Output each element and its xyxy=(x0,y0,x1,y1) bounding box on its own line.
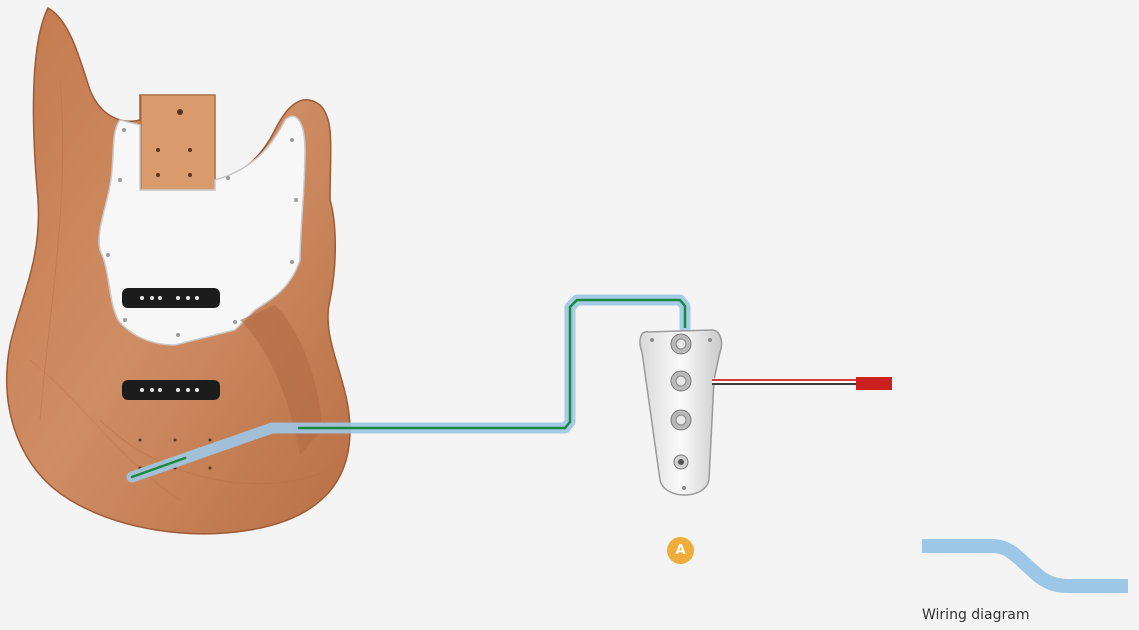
legend-swatch xyxy=(922,546,1128,586)
neck-pocket xyxy=(141,95,215,190)
red-connector-icon xyxy=(856,377,892,390)
output-jack xyxy=(674,455,688,469)
neck-pickup xyxy=(122,288,220,308)
step-marker-a: A xyxy=(667,537,694,564)
legend-label: Wiring diagram xyxy=(922,607,1030,623)
volume-knob-1 xyxy=(671,334,691,354)
green-wire-route xyxy=(298,300,685,428)
bass-guitar-body-icon xyxy=(7,8,350,534)
volume-knob-2 xyxy=(671,371,691,391)
tone-knob xyxy=(671,410,691,430)
control-plate-icon xyxy=(640,330,722,495)
bridge-pickup xyxy=(122,380,220,400)
output-wires xyxy=(712,380,856,384)
